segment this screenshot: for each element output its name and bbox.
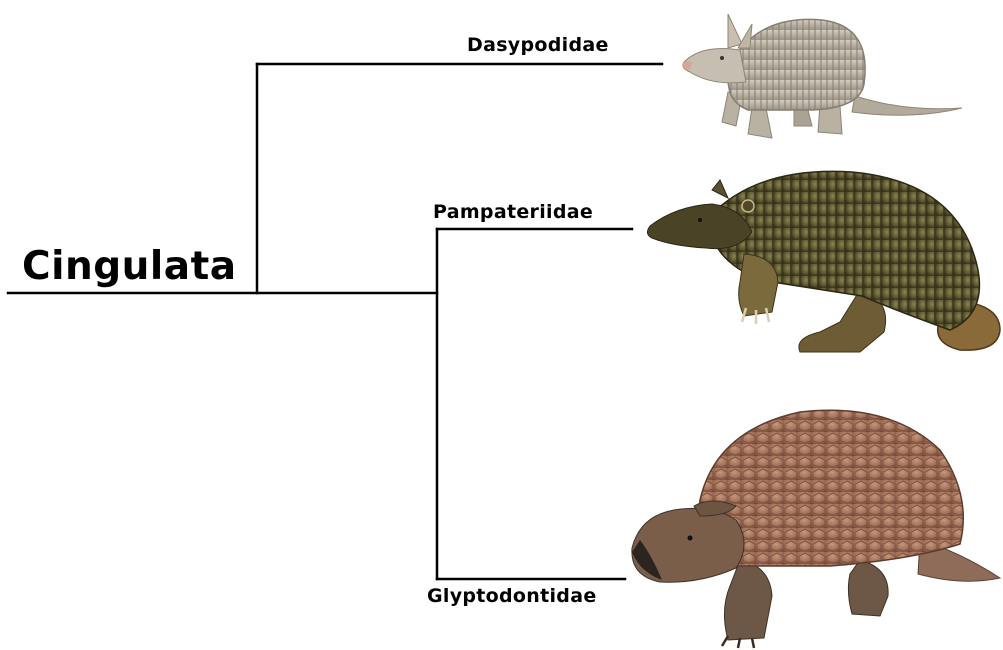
- cladogram: Cingulata Dasypodidae Pampateriidae Glyp…: [0, 0, 1003, 650]
- glyptodont-illustration: [0, 0, 1003, 650]
